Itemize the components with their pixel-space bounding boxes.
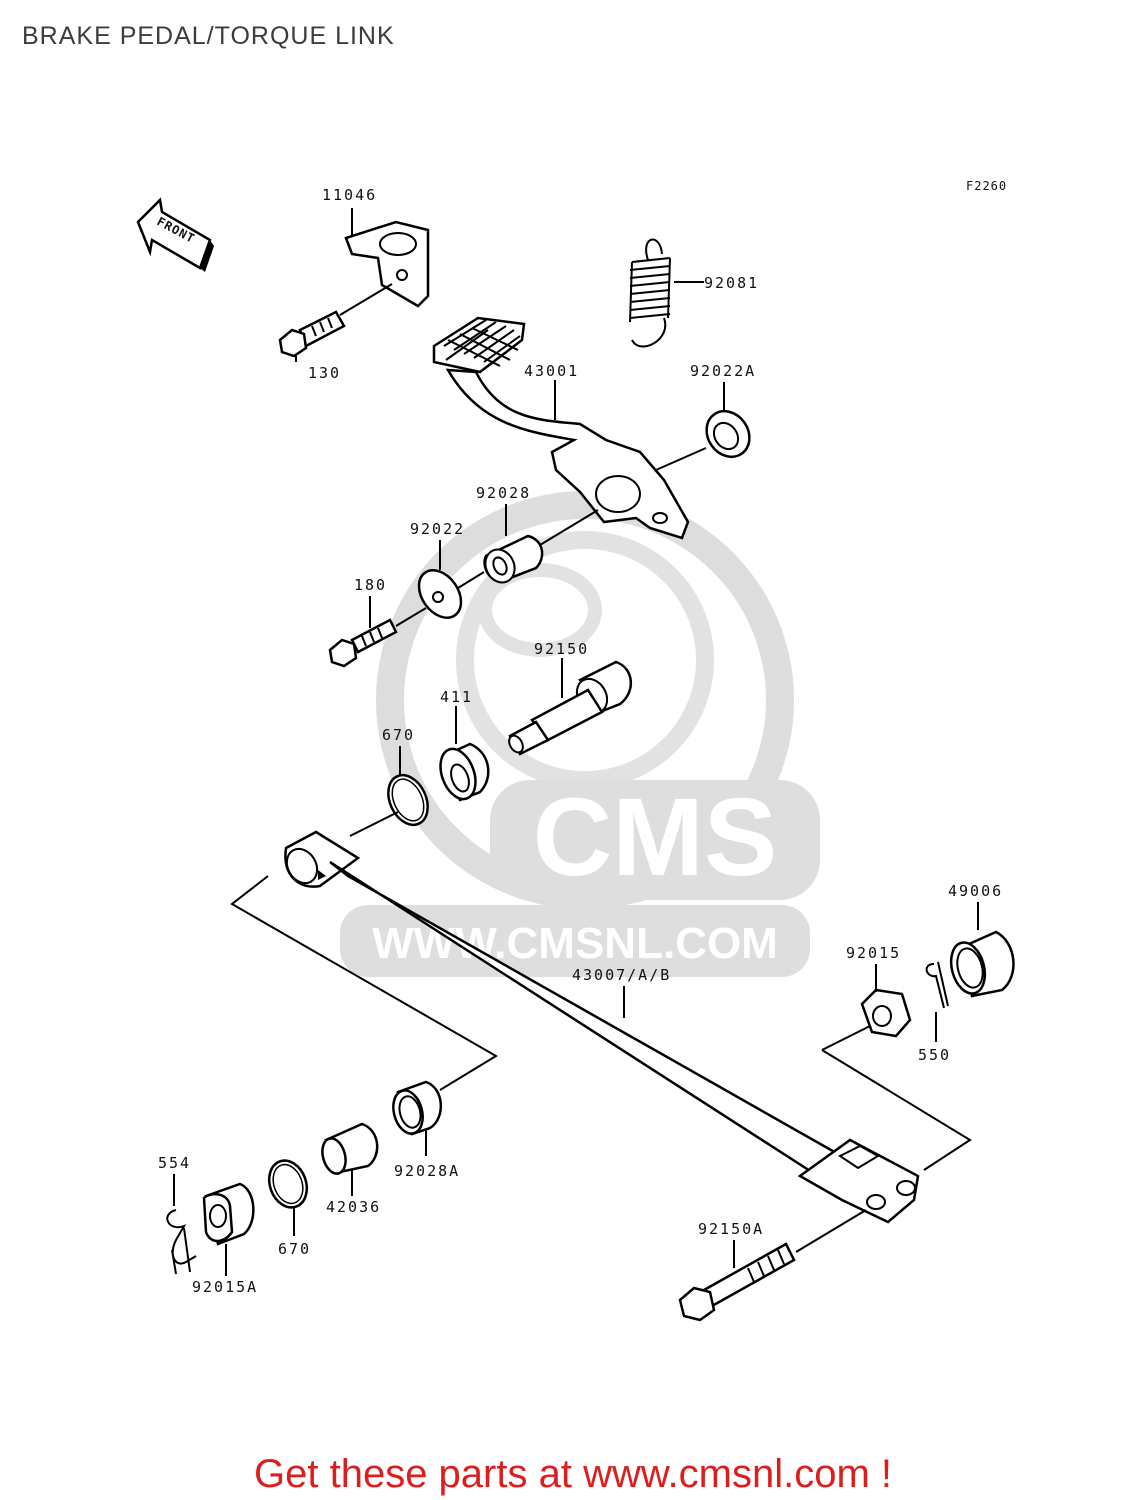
label-92022: 92022 <box>410 520 465 538</box>
part-42036-sleeve <box>321 1122 379 1175</box>
label-92081: 92081 <box>704 274 759 292</box>
label-92015: 92015 <box>846 944 901 962</box>
part-43007-torque-link <box>284 830 920 1224</box>
part-92028-collar <box>483 534 544 584</box>
label-670-bottom: 670 <box>278 1240 311 1258</box>
label-411: 411 <box>440 688 473 706</box>
label-42036: 42036 <box>326 1198 381 1216</box>
part-554-clip <box>166 1209 197 1275</box>
part-92028A-collar <box>392 1080 443 1136</box>
front-arrow-icon: FRONT <box>136 197 214 272</box>
part-550-cotter-pin <box>925 961 949 1009</box>
label-554: 554 <box>158 1154 191 1172</box>
label-11046: 11046 <box>322 186 377 204</box>
part-92015-nut <box>860 988 912 1038</box>
label-92022A: 92022A <box>690 362 756 380</box>
label-43001: 43001 <box>524 362 579 380</box>
label-180: 180 <box>354 576 387 594</box>
part-43001-brake-pedal <box>432 316 690 540</box>
part-92150A-bolt <box>678 1242 796 1322</box>
part-92022A-washer <box>705 409 751 459</box>
figure-code: F2260 <box>966 179 1007 193</box>
label-92150A: 92150A <box>698 1220 764 1238</box>
label-43007: 43007/A/B <box>572 966 671 984</box>
part-130-bolt <box>278 310 346 358</box>
label-92015A: 92015A <box>192 1278 258 1296</box>
part-411-bushing <box>439 742 490 802</box>
page-title: BRAKE PEDAL/TORQUE LINK <box>22 22 395 50</box>
watermark-brand: CMS <box>533 776 777 899</box>
label-670-top: 670 <box>382 726 415 744</box>
part-49006-cap <box>949 930 1015 998</box>
footer-cta-link[interactable]: Get these parts at www.cmsnl.com ! <box>254 1452 892 1496</box>
part-92081-spring <box>629 238 671 348</box>
label-92028: 92028 <box>476 484 531 502</box>
part-92022-washer <box>417 569 463 619</box>
part-180-bolt <box>328 618 398 668</box>
part-92015A-nut <box>202 1182 255 1246</box>
label-92028A: 92028A <box>394 1162 460 1180</box>
label-49006: 49006 <box>948 882 1003 900</box>
label-130: 130 <box>308 364 341 382</box>
part-11046-bracket <box>344 220 430 308</box>
part-92150-shaft <box>508 660 632 756</box>
label-550: 550 <box>918 1046 951 1064</box>
part-670-oring-bottom <box>267 1159 309 1209</box>
label-92150: 92150 <box>534 640 589 658</box>
